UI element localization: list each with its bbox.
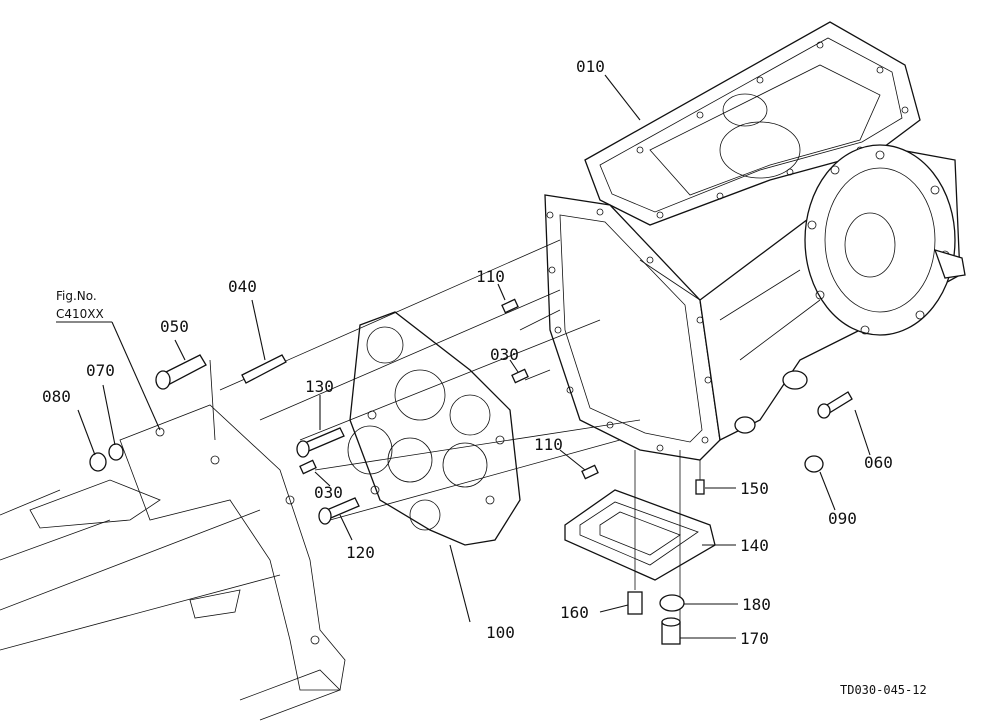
callout-170: 170 xyxy=(740,629,769,648)
figure-ref-code: C410XX xyxy=(56,307,104,321)
leader-lines xyxy=(56,74,871,639)
callout-040: 040 xyxy=(228,277,257,296)
oil-pan-cover xyxy=(564,489,716,581)
callout-labels: 010 040 050 070 080 110 030 130 110 030 … xyxy=(42,57,893,648)
callout-030-upper: 030 xyxy=(490,345,519,364)
transmission-case xyxy=(544,21,966,461)
callout-010: 010 xyxy=(576,57,605,76)
callout-120: 120 xyxy=(346,543,375,562)
document-code: TD030-045-12 xyxy=(840,683,927,697)
callout-130: 130 xyxy=(305,377,334,396)
callout-050: 050 xyxy=(160,317,189,336)
callout-150: 150 xyxy=(740,479,769,498)
callout-140: 140 xyxy=(740,536,769,555)
callout-030-lower: 030 xyxy=(314,483,343,502)
callout-090: 090 xyxy=(828,509,857,528)
adjacent-housing xyxy=(0,404,346,721)
cover-plate xyxy=(347,311,521,546)
callout-110-lower: 110 xyxy=(534,435,563,454)
callout-060: 060 xyxy=(864,453,893,472)
callout-180: 180 xyxy=(742,595,771,614)
small-parts xyxy=(89,298,853,645)
callout-070: 070 xyxy=(86,361,115,380)
callout-100: 100 xyxy=(486,623,515,642)
callout-110-upper: 110 xyxy=(476,267,505,286)
callout-160: 160 xyxy=(560,603,589,622)
figure-ref-title: Fig.No. xyxy=(56,289,97,303)
callout-080: 080 xyxy=(42,387,71,406)
